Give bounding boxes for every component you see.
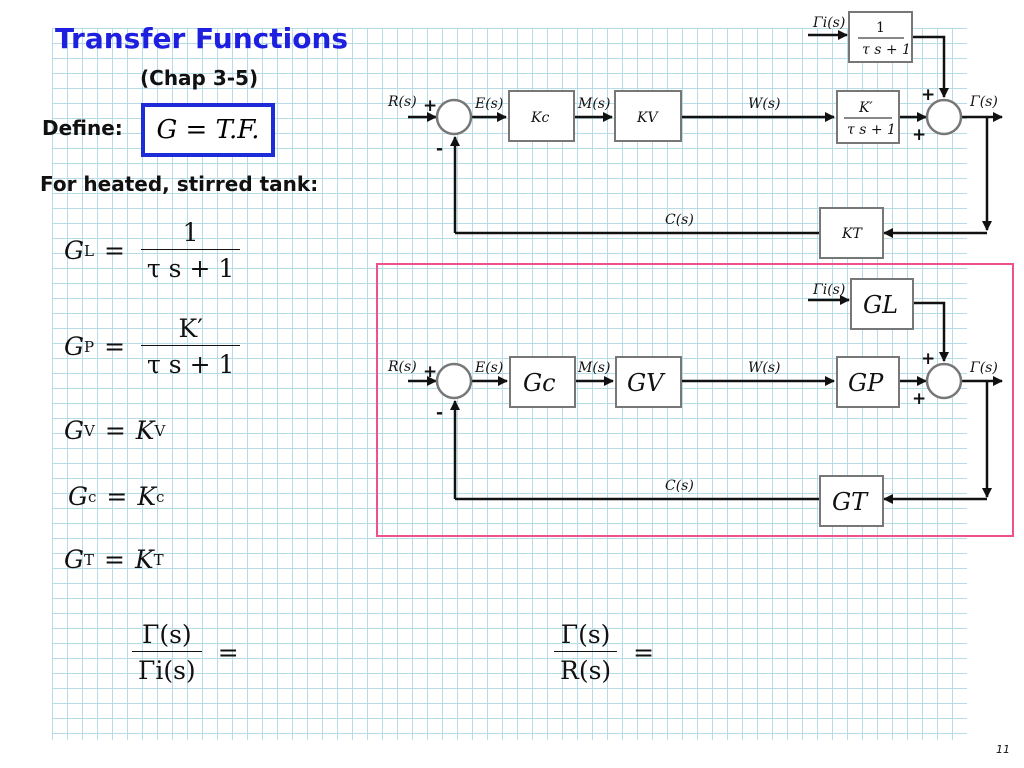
eq-gp-sub: P	[83, 337, 95, 356]
ratio1-num: Γ(s)	[142, 620, 192, 649]
bottom-block-gt-label: GT	[832, 488, 869, 516]
eq-gt-rhs-sub: T	[153, 550, 164, 569]
eq-gp-num: K′	[178, 314, 203, 343]
top-label-m: M(s)	[577, 96, 610, 112]
load-tf-num: 1	[876, 20, 885, 36]
diagram-bottom-labels: R(s) + - E(s) M(s) W(s) C(s) Γ(s) Γi(s) …	[387, 282, 998, 516]
top-label-r: R(s)	[387, 94, 417, 110]
summing-junction-2	[925, 98, 963, 136]
bottom-block-gp-label: GP	[848, 369, 884, 397]
eq-gl-num: 1	[182, 218, 199, 247]
eq-gp-lhs: G	[64, 332, 84, 361]
diagram-bottom-shapes	[435, 278, 963, 527]
slide-subtitle: (Chap 3-5)	[140, 66, 259, 90]
eq-gc-sub: c	[87, 487, 97, 506]
bottom-label-e: E(s)	[474, 360, 503, 376]
bottom-block-gv-label: GV	[627, 369, 666, 397]
bottom-block-gc-label: Gc	[523, 369, 556, 397]
eq-gt-lhs: G	[64, 545, 84, 574]
diagram-top-labels: R(s) + - E(s) M(s) W(s) C(s) Γ(s) Γi(s) …	[387, 15, 998, 242]
proc-tf-den: τ s + 1	[847, 122, 896, 138]
bottom-plus-load: +	[921, 349, 935, 369]
block-gp	[836, 356, 900, 408]
eq-gp-den: τ s + 1	[141, 345, 241, 379]
eq-gt-sub: T	[83, 550, 94, 569]
bottom-plus-r: +	[423, 362, 437, 382]
eq-gc-rhs-sub: c	[156, 487, 165, 506]
top-block-kt-label: KT	[841, 226, 863, 242]
slide-title: Transfer Functions	[55, 22, 349, 55]
define-formula: G = T.F.	[156, 115, 260, 145]
bottom-plus-process: +	[912, 389, 926, 409]
ratio2-den: R(s)	[554, 651, 618, 685]
top-label-c: C(s)	[665, 212, 694, 228]
load-tf-den: τ s + 1	[862, 42, 911, 58]
highlight-box	[376, 263, 1014, 537]
define-label: Define:	[42, 116, 123, 140]
top-label-output: Γ(s)	[969, 94, 998, 110]
equation-ratio-gamma-i: Γ(s) Γi(s) =	[126, 620, 249, 685]
top-label-e: E(s)	[474, 96, 503, 112]
ratio1-den: Γi(s)	[132, 651, 202, 685]
block-gl	[850, 278, 914, 330]
bottom-label-c: C(s)	[665, 478, 694, 494]
diagram-top-shapes	[435, 11, 963, 259]
block-kv	[614, 90, 682, 142]
equation-ratio-r: Γ(s) R(s) =	[548, 620, 664, 685]
block-load-tf	[848, 11, 913, 63]
eq-gl-sub: L	[83, 241, 94, 260]
diagram-bottom	[408, 295, 1003, 504]
summing-junction-1	[435, 98, 473, 136]
block-gt	[819, 475, 884, 527]
eq-gv-rhs: K	[135, 416, 155, 445]
eq-gc-lhs: G	[68, 482, 88, 511]
summing-junction-3	[435, 362, 473, 400]
summing-junction-4	[925, 362, 963, 400]
heated-tank-heading: For heated, stirred tank:	[40, 172, 319, 196]
top-label-w: W(s)	[748, 96, 781, 112]
block-process-tf	[836, 90, 900, 144]
eq-gv-lhs: G	[64, 416, 84, 445]
eq-gv-rhs-sub: V	[154, 421, 166, 440]
bottom-label-m: M(s)	[577, 360, 610, 376]
bottom-minus-feedback: -	[436, 403, 443, 423]
top-plus-process: +	[912, 125, 926, 145]
page-number: 11	[996, 743, 1010, 756]
bottom-block-gl-label: GL	[863, 291, 898, 319]
eq-gl-lhs: G	[64, 236, 84, 265]
proc-tf-num: K′	[858, 100, 873, 116]
top-label-gamma-i: Γi(s)	[812, 15, 845, 31]
define-formula-box: G = T.F.	[141, 103, 275, 157]
top-plus-r: +	[423, 96, 437, 116]
bottom-label-r: R(s)	[387, 359, 417, 375]
block-gc	[509, 356, 576, 408]
top-block-kv-label: KV	[636, 110, 659, 126]
top-block-kc-label: Kc	[530, 110, 549, 126]
block-kc	[508, 90, 575, 142]
top-plus-load: +	[921, 85, 935, 105]
eq-gv-sub: V	[83, 421, 95, 440]
eq-gt-rhs: K	[134, 545, 154, 574]
eq-gl-den: τ s + 1	[140, 249, 241, 283]
ratio2-num: Γ(s)	[560, 620, 611, 649]
diagram-top	[408, 30, 1003, 238]
eq-gc-rhs: K	[137, 482, 157, 511]
block-gv	[615, 356, 682, 408]
top-minus-feedback: -	[436, 139, 443, 159]
bottom-label-w: W(s)	[748, 360, 781, 376]
bottom-label-output: Γ(s)	[969, 360, 998, 376]
block-kt	[819, 207, 884, 259]
bottom-label-gamma-i: Γi(s)	[812, 282, 845, 298]
